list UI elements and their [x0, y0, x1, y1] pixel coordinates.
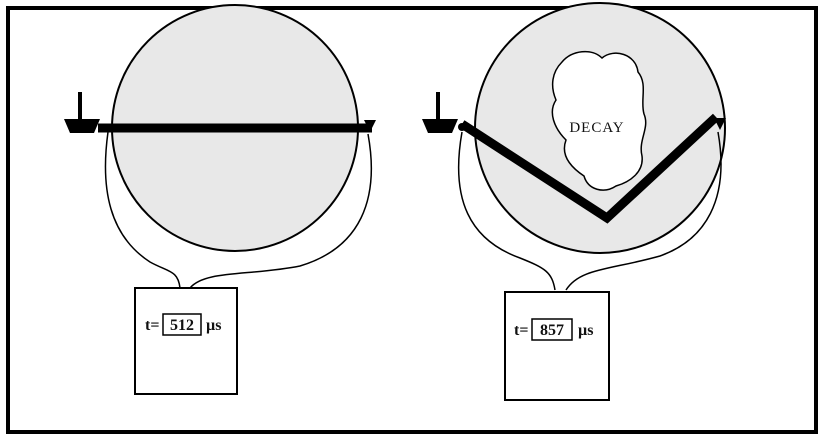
left-cable-receiver — [189, 133, 372, 289]
right-transmitter-transducer-icon — [422, 92, 458, 133]
right-meter-value: 857 — [540, 322, 564, 339]
left-cable-transmitter — [104, 131, 181, 289]
right-receiver-sensor-icon — [714, 118, 726, 130]
right-meter-value-box — [531, 318, 573, 341]
left-meter-value-box — [162, 313, 202, 336]
transmitter-transducer-icon — [64, 92, 100, 133]
left-panel: t= 512 µs — [64, 4, 376, 395]
left-meter-value: 512 — [170, 317, 194, 334]
right-cable-transmitter — [457, 131, 556, 291]
right-cable-receiver — [565, 131, 722, 291]
right-meter-prefix: t= — [514, 322, 528, 339]
left-timer-meter — [134, 287, 238, 395]
right-panel: DECAY t= 857 µs — [422, 2, 726, 401]
decay-cavity — [551, 50, 647, 191]
right-timer-meter — [504, 291, 610, 401]
decay-label: DECAY — [569, 120, 624, 136]
right-deflected-sound-path — [459, 113, 720, 224]
right-meter-unit: µs — [578, 322, 593, 339]
left-meter-prefix: t= — [145, 317, 159, 334]
receiver-sensor-icon — [364, 120, 376, 132]
left-meter-unit: µs — [206, 317, 221, 334]
right-transmitter-tip — [458, 123, 466, 131]
